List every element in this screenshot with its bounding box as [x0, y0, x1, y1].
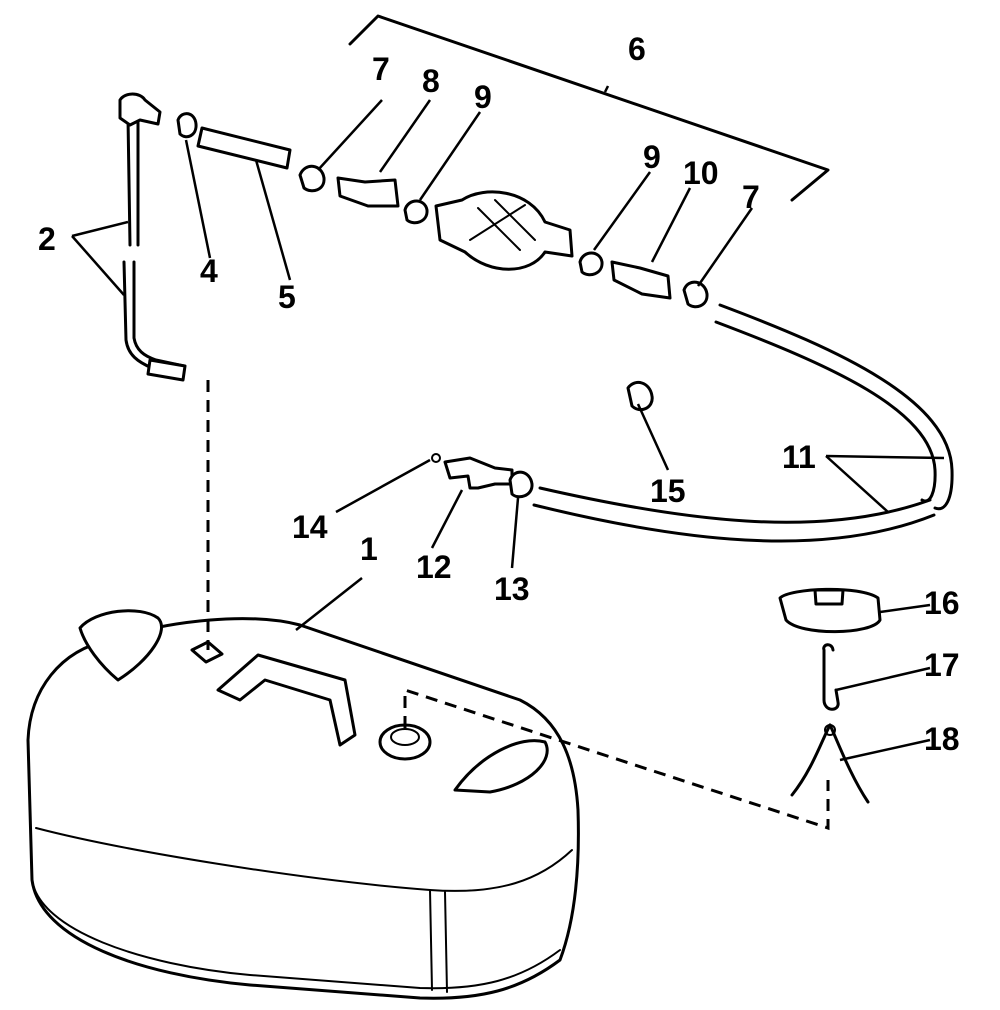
leader-lines — [71, 85, 945, 762]
callout-7a: 7 — [372, 51, 390, 87]
assembly-line-cap — [403, 687, 830, 831]
callout-10: 10 — [683, 155, 719, 191]
callout-4: 4 — [200, 253, 218, 289]
clamp-13 — [508, 470, 534, 499]
filler-cap — [778, 587, 882, 634]
callout-13: 13 — [494, 571, 530, 607]
callout-18: 18 — [924, 721, 960, 757]
callout-5: 5 — [278, 279, 296, 315]
pickup-tube — [118, 92, 187, 382]
callout-17: 17 — [924, 647, 960, 683]
callout-16: 16 — [924, 585, 960, 621]
chain-hook — [822, 643, 840, 711]
assembly-bracket — [348, 14, 830, 202]
retainer-spring — [790, 723, 870, 804]
callout-9b: 9 — [643, 139, 661, 175]
callout-6: 6 — [628, 31, 646, 67]
primer-bulb-assembly — [298, 164, 709, 309]
callout-8: 8 — [422, 63, 440, 99]
fuel-tank — [26, 609, 580, 1000]
o-ring-14 — [431, 453, 441, 463]
callout-11: 11 — [782, 439, 816, 475]
clip-15 — [626, 380, 654, 412]
callout-15: 15 — [650, 473, 686, 509]
callout-1: 1 — [360, 531, 378, 567]
connector-12 — [443, 456, 514, 490]
clamp-4 — [176, 112, 198, 139]
hose-5 — [196, 126, 292, 170]
callout-9a: 9 — [474, 79, 492, 115]
hose-11 — [532, 303, 954, 543]
callout-12: 12 — [416, 549, 452, 585]
callout-14: 14 — [292, 509, 328, 545]
callout-7b: 7 — [742, 179, 760, 215]
callout-2: 2 — [38, 221, 56, 257]
